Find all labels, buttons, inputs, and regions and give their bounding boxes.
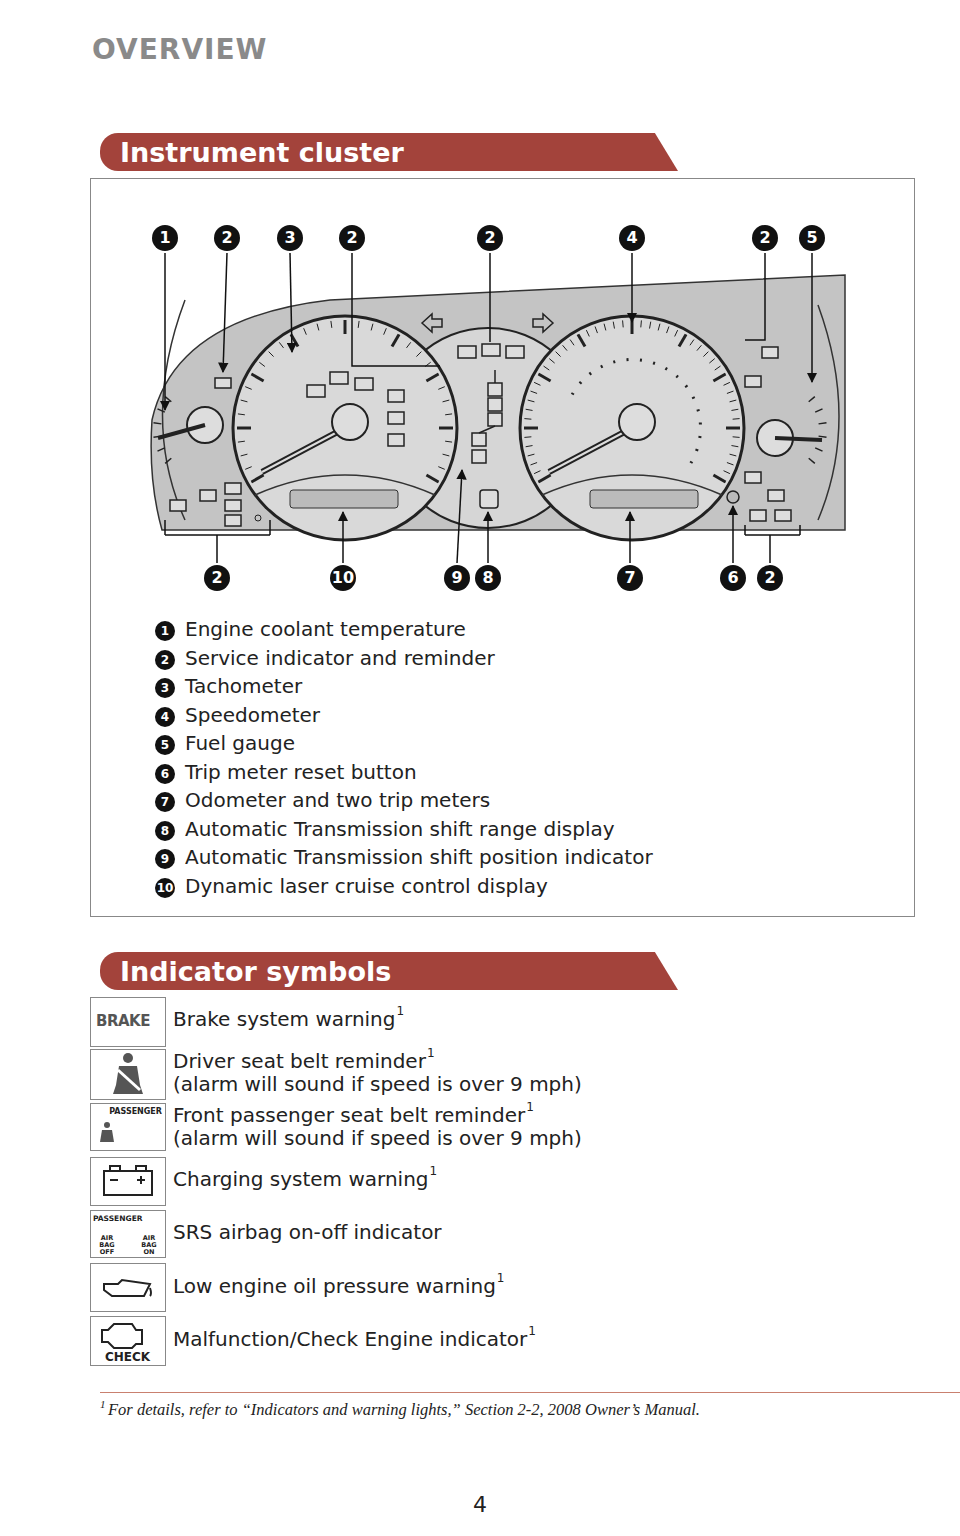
legend-text: Odometer and two trip meters	[185, 789, 490, 812]
indicator-text: Front passenger seat belt reminder	[173, 1104, 525, 1127]
footnote-mark: 1	[497, 1272, 505, 1286]
footnote-mark: 1	[100, 1398, 106, 1411]
icon-text: AIR BAG OFF	[94, 1235, 120, 1256]
callout-number: 9	[444, 565, 470, 591]
legend-number: 6	[155, 764, 175, 784]
indicator-text: Malfunction/Check Engine indicator	[173, 1328, 527, 1351]
legend-number: 3	[155, 678, 175, 698]
indicator-icon-box: CHECK	[90, 1316, 166, 1366]
legend-number: 2	[155, 650, 175, 670]
icon-text: BRAKE	[96, 1014, 150, 1029]
page-heading: OVERVIEW	[92, 34, 268, 66]
indicator-text: SRS airbag on-off indicator	[173, 1221, 442, 1244]
footnote-text: For details, refer to “Indicators and wa…	[108, 1401, 700, 1420]
callout-number: 2	[339, 225, 365, 251]
icon-text: AIR BAG ON	[135, 1235, 163, 1256]
callout-number: 6	[720, 565, 746, 591]
callout-number: 3	[277, 225, 303, 251]
legend-number: 9	[155, 849, 175, 869]
callout-number: 1	[152, 225, 178, 251]
callout-number: 2	[757, 565, 783, 591]
legend-text: Dynamic laser cruise control display	[185, 875, 548, 898]
section-banner: Instrument cluster	[100, 133, 678, 171]
indicator-icon-box: PASSENGER AIR BAG OFF AIR BAG ON	[90, 1210, 166, 1258]
legend-number: 10	[155, 878, 175, 898]
indicator-icon-box: BRAKE	[90, 997, 166, 1047]
footnote-mark: 1	[430, 1165, 438, 1179]
footnote-mark: 1	[526, 1101, 534, 1115]
page-number: 4	[460, 1492, 500, 1517]
banner-title: Indicator symbols	[120, 958, 391, 985]
indicator-text: Charging system warning	[173, 1168, 429, 1191]
section-banner: Indicator symbols	[100, 952, 678, 990]
callout-number: 2	[477, 225, 503, 251]
callout-number: 8	[475, 565, 501, 591]
callout-number: 5	[799, 225, 825, 251]
indicator-note: (alarm will sound if speed is over 9 mph…	[173, 1073, 582, 1096]
icon-text: CHECK	[105, 1351, 150, 1363]
banner-title: Instrument cluster	[120, 139, 404, 166]
legend-text: Automatic Transmission shift range displ…	[185, 818, 615, 841]
callout-number: 4	[619, 225, 645, 251]
callout-number: 2	[752, 225, 778, 251]
footnote-mark: 1	[528, 1325, 536, 1339]
footnote-mark: 1	[427, 1047, 435, 1061]
indicator-note: (alarm will sound if speed is over 9 mph…	[173, 1127, 582, 1150]
legend-text: Service indicator and reminder	[185, 647, 495, 670]
legend-text: Automatic Transmission shift position in…	[185, 846, 653, 869]
legend-number: 1	[155, 621, 175, 641]
indicator-text: Driver seat belt reminder	[173, 1050, 426, 1073]
legend-number: 4	[155, 707, 175, 727]
legend-number: 7	[155, 792, 175, 812]
legend-text: Speedometer	[185, 704, 320, 727]
callout-number: 10	[330, 565, 356, 591]
indicator-text: Brake system warning	[173, 1008, 395, 1031]
callout-number: 2	[204, 565, 230, 591]
legend-number: 8	[155, 821, 175, 841]
legend-text: Engine coolant temperature	[185, 618, 466, 641]
icon-text: PASSENGER	[109, 1108, 162, 1116]
icon-text: PASSENGER	[93, 1215, 143, 1223]
indicator-icon-box: PASSENGER	[90, 1103, 166, 1151]
legend-text: Trip meter reset button	[185, 761, 417, 784]
legend-text: Fuel gauge	[185, 732, 295, 755]
footnote-mark: 1	[396, 1005, 404, 1019]
callout-number: 2	[214, 225, 240, 251]
indicator-text: Low engine oil pressure warning	[173, 1275, 496, 1298]
legend-number: 5	[155, 735, 175, 755]
legend-text: Tachometer	[185, 675, 302, 698]
callout-number: 7	[617, 565, 643, 591]
